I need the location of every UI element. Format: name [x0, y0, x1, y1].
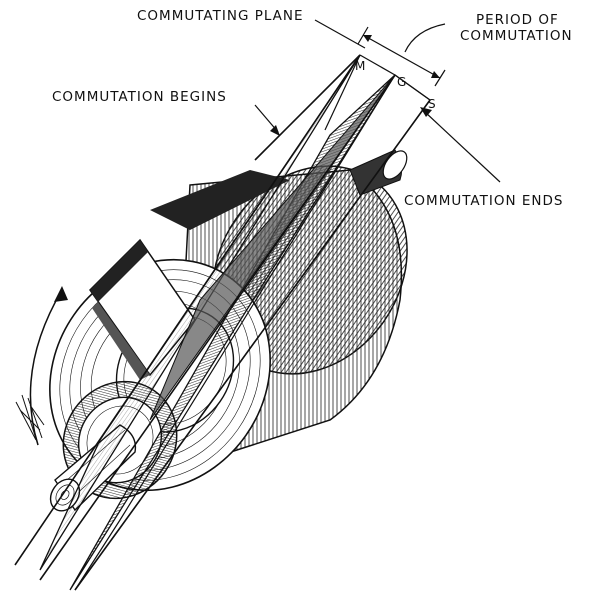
leader-lines	[254, 19, 501, 183]
label-commutation-ends: COMMUTATION ENDS	[404, 193, 563, 209]
label-period-of: PERIOD OF	[476, 12, 559, 28]
boundary-lines	[14, 54, 431, 591]
label-point-g: G	[397, 75, 407, 89]
label-commutation-begins: COMMUTATION BEGINS	[52, 89, 227, 105]
label-point-s: S	[428, 97, 436, 111]
period-bracket	[357, 23, 446, 87]
rotation-arrow	[15, 286, 68, 446]
label-commutation: COMMUTATION	[460, 28, 573, 44]
label-commutating-plane: COMMUTATING PLANE	[137, 8, 304, 24]
label-point-m: M	[355, 59, 366, 73]
